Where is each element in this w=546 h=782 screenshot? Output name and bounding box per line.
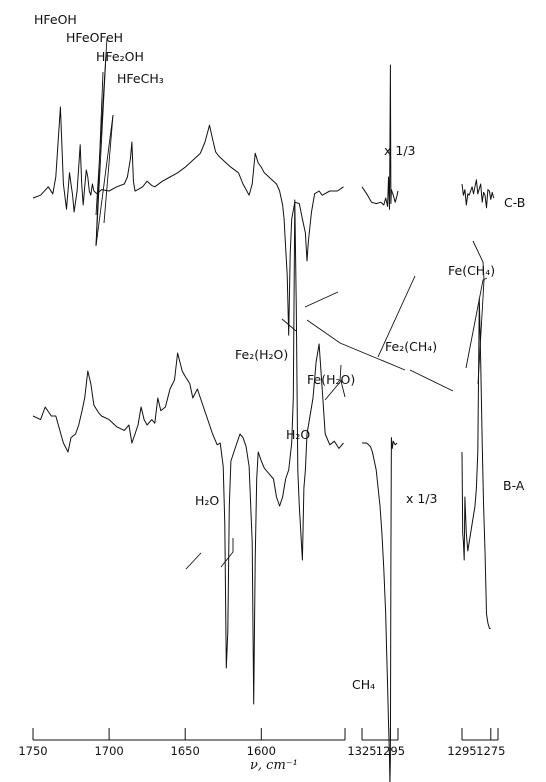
annotation-labels: HFeOH HFeOFeH HFe₂OH HFeCH₃ x 1/3 C-B Fe… xyxy=(34,12,525,692)
x-tick-label-1700: 1700 xyxy=(94,744,123,758)
x-axis-title: ν, cm⁻¹ xyxy=(250,758,298,773)
annotation-hfeoh: HFeOH xyxy=(34,12,77,27)
trace-b-minus-a-panel-1 xyxy=(32,199,344,705)
trace-c-minus-b-panel-1 xyxy=(32,106,344,336)
label-c-minus-b: C-B xyxy=(504,195,525,210)
leader-h2o-right xyxy=(185,552,202,570)
leader-h2o-left xyxy=(220,538,234,568)
annotation-x13-top: x 1/3 xyxy=(384,143,416,158)
trace-b-minus-a-panel-2 xyxy=(362,437,398,782)
x-tick-label-1295: 1295 xyxy=(447,744,476,758)
annotation-fe2ch4: Fe₂(CH₄) xyxy=(385,339,437,354)
annotation-h2o-left: H₂O xyxy=(195,493,219,508)
label-b-minus-a: B-A xyxy=(503,478,525,493)
leader-feh2o-x xyxy=(377,275,416,358)
annotation-h2o-right: H₂O xyxy=(286,427,310,442)
leader-fech4-a xyxy=(472,240,485,281)
annotation-fe2h2o: Fe₂(H₂O) xyxy=(235,347,288,362)
trace-c-minus-b-panel-2 xyxy=(361,64,399,210)
leader-fe2ch4-1 xyxy=(103,114,114,224)
x-tick-label-1325: 1325 xyxy=(347,744,376,758)
annotation-feh2o: Fe(H₂O) xyxy=(307,372,355,387)
leader-fe2h2o xyxy=(281,318,297,332)
annotation-hfech3: HFeCH₃ xyxy=(117,71,164,86)
annotation-leaders xyxy=(95,37,488,570)
x-tick-label-1275: 1275 xyxy=(476,744,505,758)
annotation-ch4: CH₄ xyxy=(352,677,375,692)
trace-b-minus-a-panel-3 xyxy=(461,298,491,629)
annotation-fech4: Fe(CH₄) xyxy=(448,263,495,278)
annotation-hfeofeh: HFeOFeH xyxy=(66,30,123,45)
leader-fech4-b xyxy=(465,277,488,369)
leader-fe2ch4-2 xyxy=(95,114,114,247)
leader-feh2o xyxy=(306,319,406,371)
leader-fe2h2o-2 xyxy=(304,291,339,308)
annotation-hfe2oh: HFe₂OH xyxy=(96,49,144,64)
leader-feh2o-lower xyxy=(95,71,104,247)
x-tick-label-1650: 1650 xyxy=(171,744,200,758)
leader-h2o-b2 xyxy=(324,380,346,401)
leader-h2o-b xyxy=(339,364,342,382)
spectrum-traces xyxy=(32,64,495,782)
x-tick-label-1295: 1295 xyxy=(376,744,405,758)
annotation-x13-bottom: x 1/3 xyxy=(406,491,438,506)
x-tick-label-1600: 1600 xyxy=(247,744,276,758)
trace-c-minus-b-panel-3 xyxy=(461,179,495,209)
leader-fe2ch4 xyxy=(409,369,454,392)
leader-fech4-c xyxy=(477,279,485,385)
x-tick-label-1750: 1750 xyxy=(18,744,47,758)
